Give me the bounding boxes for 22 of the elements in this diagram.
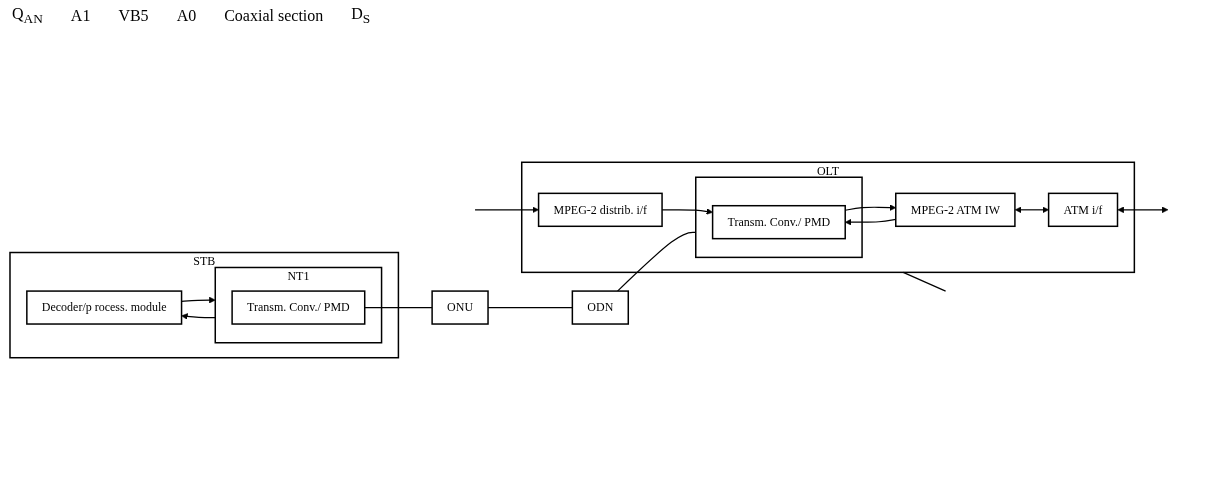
arrow xyxy=(473,206,539,214)
interface-label: A1 xyxy=(70,7,91,25)
node-box: Transm. Conv./ PMD xyxy=(711,204,846,240)
interface-label: VB5 xyxy=(118,7,149,25)
node-box: ONU xyxy=(430,290,489,325)
node-box: Decoder/p rocess. module xyxy=(25,290,182,325)
arrow xyxy=(1117,206,1168,214)
interface-label: D$_{S}$ xyxy=(351,4,371,28)
interface-label: Coaxial section xyxy=(224,7,324,25)
arrow xyxy=(844,204,896,211)
connector xyxy=(616,231,696,292)
interface-label: A0 xyxy=(176,7,197,25)
interface-label: Q$_{AN}$ xyxy=(12,4,43,28)
connector xyxy=(902,271,946,292)
node-box: ODN xyxy=(571,290,629,325)
node-box: ATM i/f xyxy=(1047,192,1118,228)
cluster xyxy=(694,176,863,259)
node-box: Transm. Conv./ PMD xyxy=(230,290,365,325)
arrow xyxy=(844,218,896,226)
node-box: MPEG-2 distrib. i/f xyxy=(537,192,663,228)
node-box: MPEG-2 ATM IW xyxy=(894,192,1016,228)
arrow xyxy=(1014,206,1049,214)
